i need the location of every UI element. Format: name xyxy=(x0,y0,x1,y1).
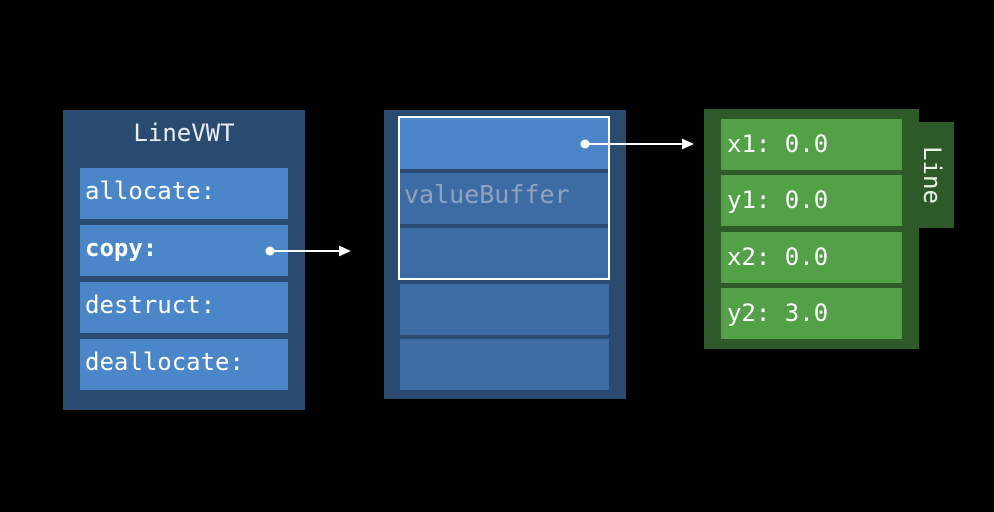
container-cell xyxy=(400,339,609,390)
value-buffer-cell xyxy=(400,228,609,279)
vwt-entry-copy: copy: xyxy=(80,225,288,276)
line-field-x1: x1: 0.0 xyxy=(721,119,902,170)
line-field-y1: y1: 0.0 xyxy=(721,175,902,226)
vwt-entry-allocate: allocate: xyxy=(80,168,288,219)
line-field-y2: y2: 3.0 xyxy=(721,288,902,339)
copy-arrow xyxy=(265,245,351,257)
value-buffer-pointer-cell xyxy=(400,118,609,169)
vwt-entry-destruct: destruct: xyxy=(80,282,288,333)
vwt-entry-deallocate: deallocate: xyxy=(80,339,288,390)
line-field-x2: x2: 0.0 xyxy=(721,232,902,283)
value-buffer-cell xyxy=(400,173,609,224)
buffer-pointer-arrow xyxy=(580,138,694,150)
value-buffer-outline xyxy=(398,116,610,280)
line-vwt-title: LineVWT xyxy=(133,119,235,147)
container-cell xyxy=(400,284,609,335)
line-tab xyxy=(912,122,954,228)
value-buffer-label: valueBuffer xyxy=(404,180,570,209)
